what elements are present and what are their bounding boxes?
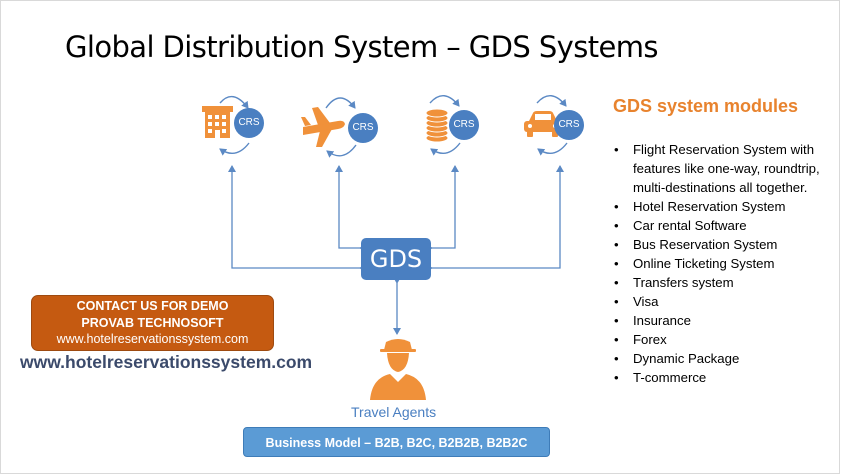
connector-car [426, 165, 564, 272]
module-item-hotel: Hotel Reservation System [614, 197, 829, 216]
contact-line-url[interactable]: www.hotelreservationssystem.com [56, 332, 249, 346]
sync-arrows-coins [429, 95, 461, 156]
travel-agents-label: Travel Agents [351, 404, 437, 420]
module-item-dynamic-package: Dynamic Package [614, 349, 829, 368]
module-item-ticketing: Online Ticketing System [614, 254, 829, 273]
connector-coins [426, 165, 459, 252]
sync-arrows-hotel [219, 95, 250, 156]
crs-badge-airplane: CRS [348, 113, 378, 143]
connector-hotel [228, 165, 366, 272]
modules-heading: GDS system modules [613, 96, 799, 116]
module-item-forex: Forex [614, 330, 829, 349]
module-item-insurance: Insurance [614, 311, 829, 330]
slide-title: Global Distribution System – GDS Systems [65, 30, 658, 64]
module-item-visa: Visa [614, 292, 829, 311]
travel-agent-icon [370, 339, 426, 400]
contact-line-demo: CONTACT US FOR DEMO [76, 299, 229, 313]
airplane-icon [301, 107, 345, 147]
module-item-flight: Flight Reservation System with features … [614, 140, 829, 197]
module-item-transfers: Transfers system [614, 273, 829, 292]
crs-badge-hotel: CRS [234, 108, 264, 138]
coins-icon [425, 108, 449, 143]
contact-banner[interactable]: CONTACT US FOR DEMO PROVAB TECHNOSOFT ww… [31, 295, 274, 351]
module-item-t-commerce: T-commerce [614, 368, 829, 387]
gds-hub: GDS [361, 238, 431, 280]
contact-line-company: PROVAB TECHNOSOFT [81, 316, 224, 330]
sync-arrows-airplane [325, 97, 357, 158]
car-icon [524, 111, 561, 137]
website-link[interactable]: www.hotelreservationssystem.com [20, 352, 313, 372]
hotel-icon [202, 106, 233, 138]
module-item-car-rental: Car rental Software [614, 216, 829, 235]
module-item-bus: Bus Reservation System [614, 235, 829, 254]
connector-airplane [335, 165, 366, 252]
crs-badge-coins: CRS [449, 110, 479, 140]
sync-arrows-car [536, 95, 568, 156]
business-model-banner: Business Model – B2B, B2C, B2B2B, B2B2C [243, 427, 550, 457]
crs-badge-car: CRS [554, 110, 584, 140]
modules-list: Flight Reservation System with features … [614, 140, 829, 387]
